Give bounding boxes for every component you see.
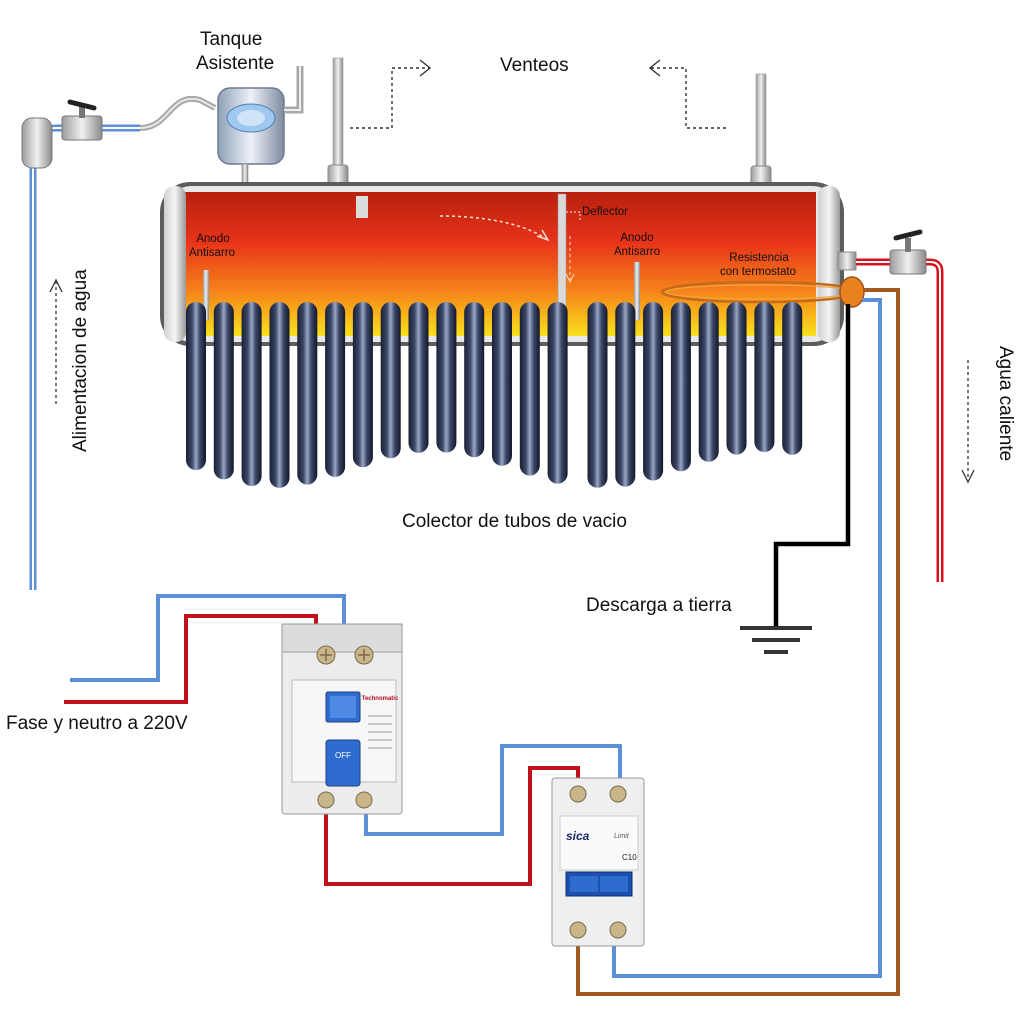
ground-label: Descarga a tierra bbox=[586, 595, 732, 616]
breaker-rating-label: C10 bbox=[622, 853, 637, 862]
vacuum-tube bbox=[670, 302, 691, 472]
phase-wire-input bbox=[64, 614, 318, 704]
hot-water-label: Agua caliente bbox=[995, 346, 1016, 462]
vacuum-tube bbox=[241, 302, 262, 486]
vents-label: Venteos bbox=[500, 55, 569, 76]
vacuum-tube bbox=[587, 302, 608, 488]
power-input-label: Fase y neutro a 220V bbox=[6, 713, 188, 734]
vacuum-tube bbox=[726, 302, 747, 455]
earth-wire bbox=[740, 304, 851, 654]
deflector-label: Deflector bbox=[582, 206, 629, 218]
heater-label-line1: Resistencia bbox=[729, 252, 789, 264]
vacuum-tube bbox=[492, 302, 512, 466]
assist-tank-label-line1: Tanque bbox=[200, 29, 263, 50]
vacuum-tube bbox=[325, 302, 346, 477]
vacuum-tube bbox=[186, 302, 206, 470]
phase-wire-to-heater bbox=[576, 288, 900, 996]
hot-water-pipe bbox=[837, 229, 944, 582]
vacuum-tube bbox=[754, 302, 775, 452]
rcd-brand-label: Technomatic bbox=[362, 696, 399, 702]
rcd-off-label: OFF bbox=[335, 751, 351, 760]
anode-left-label-line2: Antisarro bbox=[188, 247, 236, 259]
vacuum-tube bbox=[464, 302, 485, 458]
vacuum-tube bbox=[782, 302, 803, 455]
assist-tank-label-line2: Asistente bbox=[196, 53, 275, 74]
breaker-brand-label: sica bbox=[566, 829, 590, 843]
vacuum-tube-collector bbox=[186, 302, 803, 488]
vacuum-tube bbox=[698, 302, 719, 462]
vent-arrow-right bbox=[648, 59, 726, 129]
heater-label-line2: con termostato bbox=[719, 266, 797, 278]
vacuum-tube bbox=[436, 302, 457, 453]
water-supply-label: Alimentacion de agua bbox=[70, 269, 91, 452]
circuit-breaker: sica Limit C10 bbox=[551, 777, 645, 947]
vent-pipe-left bbox=[327, 57, 349, 186]
vacuum-tube bbox=[213, 302, 234, 480]
vacuum-tube bbox=[547, 302, 568, 484]
vacuum-tube bbox=[380, 302, 401, 459]
breaker-series-label: Limit bbox=[614, 833, 630, 840]
cold-water-pipe bbox=[21, 99, 140, 590]
anode-right-label-line1: Anodo bbox=[620, 232, 654, 244]
vacuum-tube bbox=[297, 302, 318, 485]
hot-flow-arrow bbox=[961, 360, 975, 484]
vacuum-tube bbox=[615, 302, 636, 487]
vacuum-tube bbox=[269, 302, 290, 488]
neutral-wire-rcd-to-breaker bbox=[364, 744, 622, 836]
vent-arrow-left bbox=[350, 59, 432, 129]
vacuum-tube bbox=[408, 302, 429, 453]
heater-element bbox=[660, 276, 865, 308]
vacuum-tube bbox=[352, 302, 373, 468]
anode-right-label-line2: Antisarro bbox=[613, 246, 661, 258]
anode-left-label-line1: Anodo bbox=[196, 233, 230, 245]
vacuum-tube bbox=[519, 302, 540, 476]
phase-wire-rcd-to-breaker bbox=[324, 766, 580, 886]
rcd-switch: OFF Technomatic bbox=[281, 623, 403, 815]
neutral-wire-input bbox=[70, 594, 346, 682]
neutral-wire-to-heater bbox=[612, 298, 882, 978]
vent-pipe-right bbox=[750, 73, 772, 187]
collector-label: Colector de tubos de vacio bbox=[402, 511, 627, 532]
vacuum-tube bbox=[643, 302, 664, 481]
supply-flow-arrow bbox=[49, 278, 63, 404]
